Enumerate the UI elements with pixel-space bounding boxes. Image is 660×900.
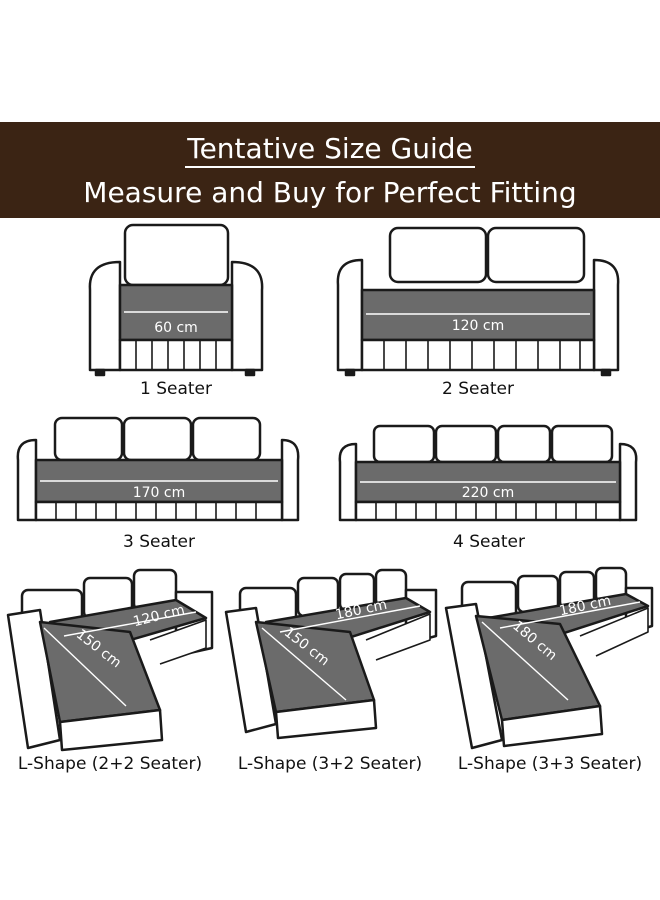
caption-2-seater: 2 Seater xyxy=(441,379,514,399)
caption-3-seater: 3 Seater xyxy=(122,532,195,552)
measure-2-seater: 120 cm xyxy=(452,318,505,334)
sofa-l-shape-2-2-drawing xyxy=(6,568,214,752)
measure-4-seater: 220 cm xyxy=(462,485,515,501)
measurement-lines xyxy=(40,311,641,707)
caption-l-shape-3-2: L-Shape (3+2 Seater) xyxy=(237,754,423,774)
caption-1-seater: 1 Seater xyxy=(139,379,212,399)
caption-l-shape-3-3: L-Shape (3+3 Seater) xyxy=(457,754,643,774)
sofa-3-seater-drawing xyxy=(16,416,300,522)
sofa-4-seater-drawing xyxy=(338,424,638,522)
sofa-2-seater-drawing xyxy=(336,226,620,377)
sofa-l-shape-3-3-drawing xyxy=(444,566,654,750)
guide-title: Tentative Size Guide xyxy=(0,132,660,168)
caption-4-seater: 4 Seater xyxy=(452,532,525,552)
header-banner: Tentative Size Guide Measure and Buy for… xyxy=(0,122,660,218)
measure-3-seater: 170 cm xyxy=(133,485,186,501)
measure-1-seater: 60 cm xyxy=(154,320,198,336)
guide-subtitle: Measure and Buy for Perfect Fitting xyxy=(83,176,577,209)
sofa-l-shape-3-2-drawing xyxy=(224,568,438,740)
caption-l-shape-2-2: L-Shape (2+2 Seater) xyxy=(17,754,203,774)
sofa-1-seater-drawing xyxy=(88,223,264,377)
